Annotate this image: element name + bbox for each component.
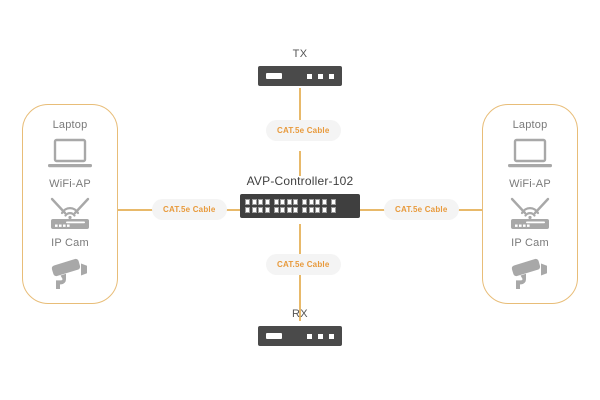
port-group-1 (245, 199, 270, 213)
right-wifi-ap-label: WiFi-AP (509, 178, 551, 190)
connector-line-bottom (299, 275, 301, 321)
cable-label-bottom-text: CAT.5e Cable (277, 260, 330, 269)
right-device-laptop[interactable]: Laptop (502, 119, 558, 175)
ip-camera-icon (502, 253, 558, 293)
rx-label: RX (292, 308, 308, 320)
wifi-access-point-icon (42, 194, 98, 234)
left-wifi-ap-label: WiFi-AP (49, 178, 91, 190)
cable-label-right: CAT.5e Cable (384, 199, 459, 220)
left-ip-cam-label: IP Cam (51, 237, 89, 249)
transmitter-icon (258, 66, 342, 86)
controller-label: AVP-Controller-102 (246, 174, 354, 188)
right-laptop-label: Laptop (512, 119, 548, 131)
cable-label-top: CAT.5e Cable (266, 120, 341, 141)
cable-label-right-text: CAT.5e Cable (395, 205, 448, 214)
left-device-ip-cam[interactable]: IP Cam (42, 237, 98, 293)
right-device-ip-cam[interactable]: IP Cam (502, 237, 558, 293)
laptop-icon (502, 135, 558, 175)
cable-label-bottom: CAT.5e Cable (266, 254, 341, 275)
left-endpoint-group: Laptop WiFi-AP (22, 104, 118, 304)
cable-label-left-text: CAT.5e Cable (163, 205, 216, 214)
cable-label-top-text: CAT.5e Cable (277, 126, 330, 135)
tx-led-group (307, 73, 334, 79)
connector-line-left (118, 209, 154, 211)
port-group-2 (273, 199, 298, 213)
rx-port (266, 333, 282, 339)
connector-line-top-lower (299, 151, 301, 176)
connector-line-top (299, 88, 301, 130)
network-switch-icon (240, 194, 360, 218)
tx-endpoint[interactable]: TX (258, 48, 342, 86)
right-endpoint-group: Laptop WiFi-AP (482, 104, 578, 304)
wifi-access-point-icon (502, 194, 558, 234)
rx-endpoint[interactable]: RX (258, 308, 342, 346)
left-laptop-label: Laptop (52, 119, 88, 131)
tx-port (266, 73, 282, 79)
right-ip-cam-label: IP Cam (511, 237, 549, 249)
laptop-icon (42, 135, 98, 175)
port-group-3 (302, 199, 327, 213)
connector-line-bottom-upper (299, 224, 301, 254)
port-group-uplink (330, 199, 336, 213)
receiver-icon (258, 326, 342, 346)
ip-camera-icon (42, 253, 98, 293)
left-device-laptop[interactable]: Laptop (42, 119, 98, 175)
left-device-wifi-ap[interactable]: WiFi-AP (42, 178, 98, 234)
right-device-wifi-ap[interactable]: WiFi-AP (502, 178, 558, 234)
connector-line-right (450, 209, 482, 211)
cable-label-left: CAT.5e Cable (152, 199, 227, 220)
connector-line-right-inner (360, 209, 386, 211)
tx-label: TX (292, 48, 308, 60)
rx-led-group (307, 333, 334, 339)
connector-line-left-inner (218, 209, 240, 211)
avp-controller[interactable]: AVP-Controller-102 (240, 174, 360, 218)
